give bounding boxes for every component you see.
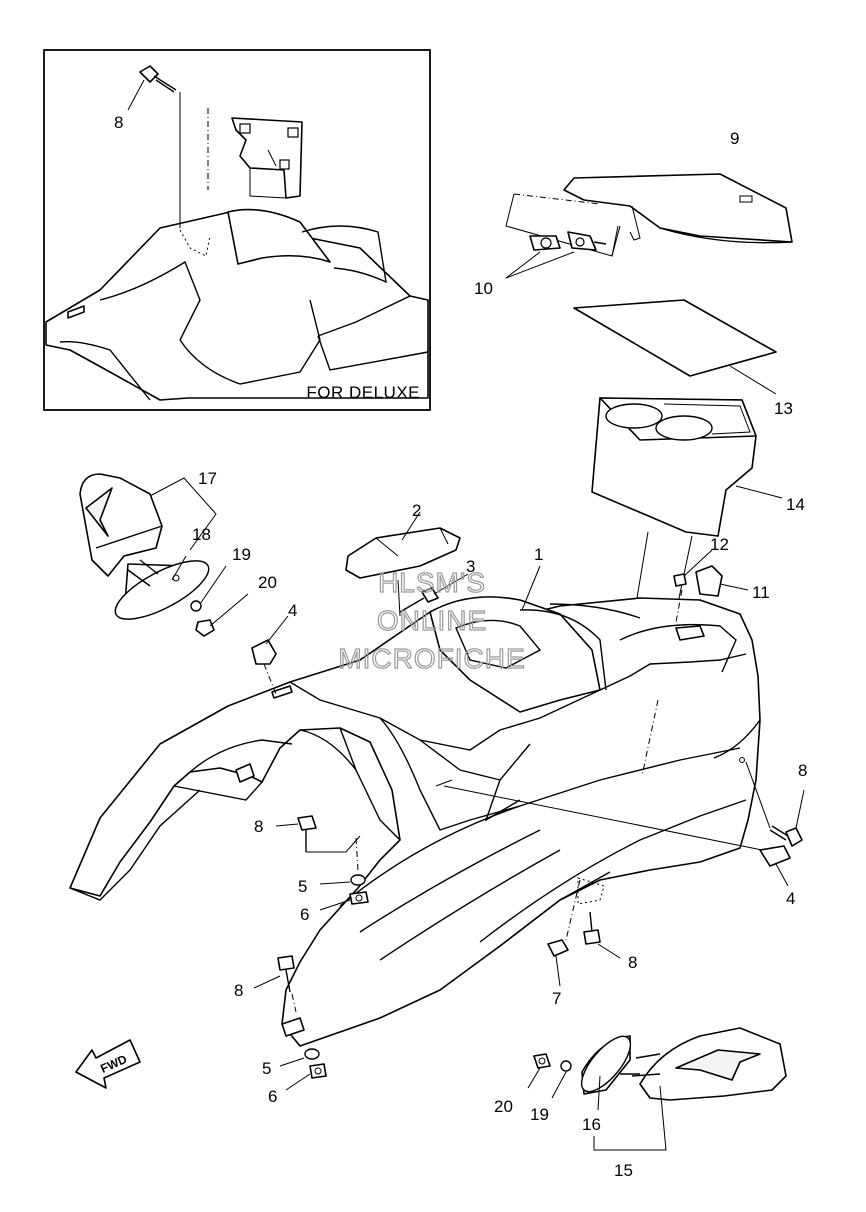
callout-4-left: 4: [288, 601, 297, 620]
tail-light-assembly-left: [79, 473, 215, 637]
callout-9: 9: [730, 129, 739, 148]
callout-7: 7: [552, 989, 561, 1008]
callout-1: 1: [534, 545, 543, 564]
screw-3: [399, 587, 439, 613]
callout-8-lower-left: 8: [234, 981, 243, 1000]
watermark-line-1: HLSM'S: [378, 567, 486, 598]
inset-caption: FOR DELUXE: [306, 383, 420, 402]
clip-4-left: [251, 639, 277, 665]
callout-8-lower-right: 8: [628, 953, 637, 972]
callout-labels: 8 9 10 13 14 17 18 19 20 2 3 1 12 11 4 8…: [114, 113, 807, 1180]
latch-hooks-10: [505, 193, 621, 257]
callout-6-lower: 6: [268, 1087, 277, 1106]
tail-light-assembly-right: [533, 1027, 787, 1101]
bolt-8-right: [769, 825, 803, 847]
callout-2: 2: [412, 501, 421, 520]
bolt-8-mid: [297, 815, 317, 852]
storage-lid-9: [563, 173, 793, 244]
grab-cover-2: [345, 527, 461, 579]
bolt-8-lower-right: [583, 911, 601, 945]
callout-5-lower: 5: [262, 1059, 271, 1078]
callout-4-right: 4: [786, 889, 795, 908]
callout-15: 15: [614, 1161, 633, 1180]
washer-5-lower: [304, 1048, 320, 1060]
clip-11: [695, 565, 723, 597]
clip-12: [673, 573, 687, 587]
storage-box-14: [591, 397, 757, 537]
callout-10: 10: [474, 279, 493, 298]
watermark-line-3: MICROFICHE: [338, 643, 525, 674]
callout-6-upper: 6: [300, 905, 309, 924]
inset-bracket: [231, 117, 303, 199]
callout-18: 18: [192, 525, 211, 544]
mat-13: [573, 299, 777, 377]
bolt-8-lower-left: [277, 955, 295, 993]
deluxe-inset: [43, 49, 431, 411]
callout-16: 16: [582, 1115, 601, 1134]
main-deck-1: [69, 596, 761, 1047]
callout-20-right: 20: [494, 1097, 513, 1116]
callout-17: 17: [198, 469, 217, 488]
washer-5-upper: [350, 874, 366, 886]
callout-19-right: 19: [530, 1105, 549, 1124]
inset-bolt-8: [139, 65, 177, 93]
callout-13: 13: [774, 399, 793, 418]
callout-14: 14: [786, 495, 805, 514]
callout-12: 12: [710, 535, 729, 554]
clip-11-slot: [675, 625, 705, 641]
callout-3: 3: [466, 557, 475, 576]
clip-4-right: [759, 845, 791, 867]
callout-8-right: 8: [798, 761, 807, 780]
nut-6-upper: [349, 891, 369, 905]
inset-hull: [45, 211, 429, 401]
callout-8-mid: 8: [254, 817, 263, 836]
callout-20-left: 20: [258, 573, 277, 592]
watermark: HLSM'S ONLINE MICROFICHE: [338, 566, 526, 674]
watermark-line-2: ONLINE: [377, 605, 487, 636]
callout-8-inset: 8: [114, 113, 123, 132]
callout-19-left: 19: [232, 545, 251, 564]
callout-5-upper: 5: [298, 877, 307, 896]
callout-11: 11: [752, 583, 770, 602]
nut-6-lower: [309, 1063, 327, 1079]
fwd-arrow-icon: FWD: [75, 1039, 141, 1089]
inset-seat: [227, 208, 331, 265]
clip-7: [547, 939, 569, 957]
